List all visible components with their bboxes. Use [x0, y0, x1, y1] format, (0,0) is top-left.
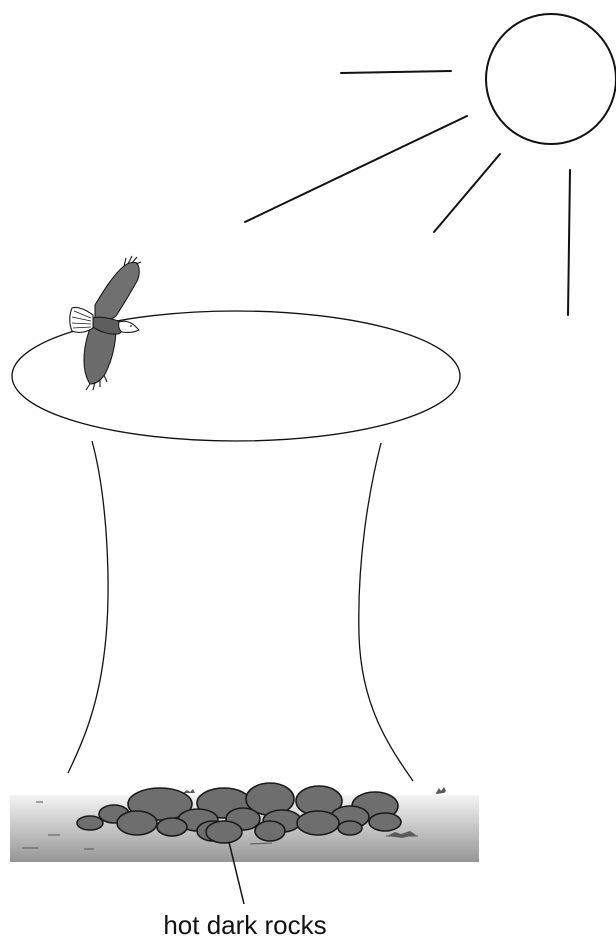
thermal-right-edge: [359, 443, 413, 781]
rock: [338, 821, 362, 835]
sun-ray: [245, 116, 467, 222]
rock: [255, 821, 285, 841]
thermal-left-edge: [68, 441, 108, 773]
rock: [369, 813, 401, 831]
eagle-upper-wing: [95, 262, 139, 320]
eagle-icon: [70, 256, 141, 390]
rock: [117, 811, 157, 835]
eagle-head: [119, 321, 139, 332]
sun-icon: [245, 14, 616, 315]
rock: [77, 816, 103, 830]
rock: [297, 811, 339, 835]
thermal-column: [68, 441, 413, 781]
sun-rays: [245, 71, 570, 315]
grass-tuft: [183, 789, 195, 793]
sun-disc: [486, 14, 616, 144]
grass-tuft: [436, 787, 446, 794]
sun-ray: [341, 71, 451, 73]
sun-ray: [568, 170, 570, 315]
rock: [206, 821, 242, 843]
rock: [157, 818, 187, 836]
rocks-label: hot dark rocks: [163, 910, 326, 940]
eagle-tail: [70, 307, 93, 332]
eagle-eye: [130, 325, 132, 327]
sun-ray: [434, 154, 500, 232]
